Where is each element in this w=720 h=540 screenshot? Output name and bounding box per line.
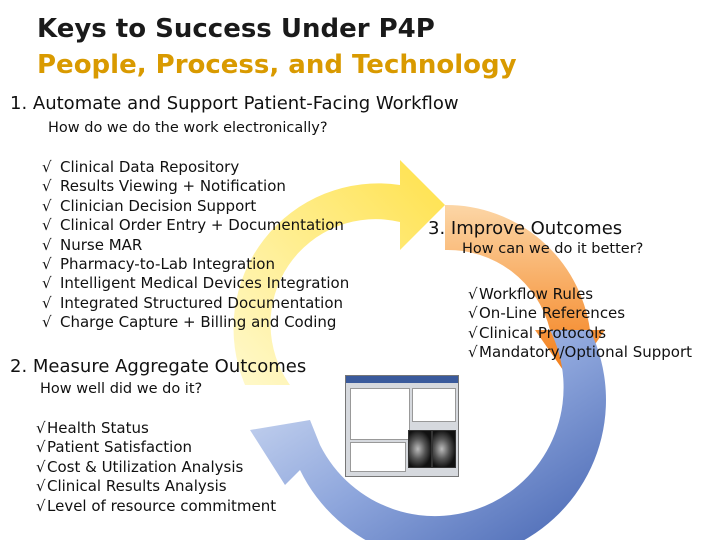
list-item: √On-Line References xyxy=(468,304,626,323)
check-icon: √ xyxy=(42,293,52,312)
section2-list: √Health Status √Patient Satisfaction √Co… xyxy=(36,419,276,516)
list-item: √Clinical Order Entry + Documentation xyxy=(42,216,344,235)
application-screenshot-image xyxy=(345,375,459,477)
check-icon: √ xyxy=(468,323,478,342)
list-item: √Charge Capture + Billing and Coding xyxy=(42,313,337,332)
list-item: √Workflow Rules xyxy=(468,285,594,303)
list-item: √Health Status xyxy=(36,419,149,437)
list-item: √Intelligent Medical Devices Integration xyxy=(42,274,350,293)
section1-question: How do we do the work electronically? xyxy=(48,120,328,136)
list-item: √Patient Satisfaction xyxy=(36,438,193,457)
section2-question: How well did we do it? xyxy=(40,381,203,397)
list-item: √Level of resource commitment xyxy=(36,496,277,515)
check-icon: √ xyxy=(42,158,52,176)
section1-list: √Clinical Data Repository √Results Viewi… xyxy=(42,158,349,333)
section2-heading: 2. Measure Aggregate Outcomes xyxy=(10,356,307,377)
section3-question: How can we do it better? xyxy=(462,241,644,257)
list-item: √Mandatory/Optional Support xyxy=(468,343,692,362)
check-icon: √ xyxy=(36,457,46,476)
check-icon: √ xyxy=(36,438,46,457)
list-item: √Integrated Structured Documentation xyxy=(42,293,344,312)
list-item: √Clinical Data Repository xyxy=(42,158,240,176)
check-icon: √ xyxy=(42,177,52,196)
list-item: √Cost & Utilization Analysis xyxy=(36,457,244,476)
section1-heading: 1. Automate and Support Patient-Facing W… xyxy=(10,93,459,114)
section3-heading: 3. Improve Outcomes xyxy=(428,218,623,239)
list-item: √Results Viewing + Notification xyxy=(42,177,286,196)
list-item: √Pharmacy-to-Lab Integration xyxy=(42,255,275,274)
check-icon: √ xyxy=(36,477,46,496)
check-icon: √ xyxy=(42,235,52,254)
list-item: √Nurse MAR xyxy=(42,235,143,254)
check-icon: √ xyxy=(468,285,478,303)
list-item: √Clinical Results Analysis xyxy=(36,477,227,496)
check-icon: √ xyxy=(468,304,478,323)
check-icon: √ xyxy=(42,255,52,274)
check-icon: √ xyxy=(42,274,52,293)
slide-title: Keys to Success Under P4P xyxy=(37,14,435,44)
check-icon: √ xyxy=(42,196,52,215)
yellow-arrow xyxy=(233,160,445,385)
list-item: √Clinician Decision Support xyxy=(42,196,257,215)
slide-subtitle: People, Process, and Technology xyxy=(37,50,517,80)
check-icon: √ xyxy=(36,496,46,515)
list-item: √Clinical Protocols xyxy=(468,323,607,342)
check-icon: √ xyxy=(42,313,52,332)
blue-arrow xyxy=(250,330,607,540)
check-icon: √ xyxy=(36,419,46,437)
check-icon: √ xyxy=(42,216,52,235)
check-icon: √ xyxy=(468,343,478,362)
section3-list: √Workflow Rules √On-Line References √Cli… xyxy=(468,285,692,363)
